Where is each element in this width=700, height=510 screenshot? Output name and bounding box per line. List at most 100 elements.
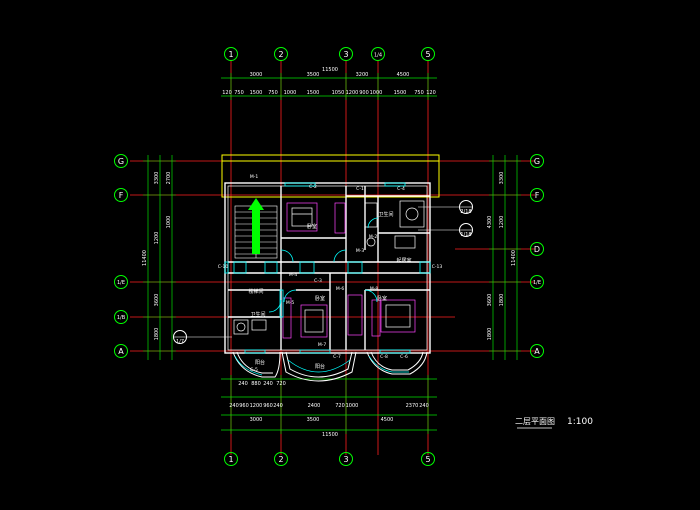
axis-bubble: 1/B	[114, 310, 128, 324]
svg-text:3: 3	[343, 50, 348, 59]
dim-text: 3300	[499, 172, 505, 185]
axis-bubbles-right: G F D 1/E A	[530, 154, 544, 358]
bottom-total-dim: 11500	[322, 432, 338, 438]
svg-text:2: 2	[278, 455, 283, 464]
dim-text: 2700	[166, 172, 172, 185]
svg-text:1/B: 1/B	[117, 315, 126, 321]
drawing-scale: 1:100	[567, 417, 593, 427]
tag-text: C-1	[356, 186, 364, 192]
dim-text: 120	[222, 90, 232, 96]
title-block: 二层平面图 1:100	[515, 417, 593, 429]
dim-text: 1000	[370, 90, 383, 96]
dim-text: 4500	[381, 417, 394, 423]
svg-text:1: 1	[228, 50, 233, 59]
svg-text:1/4: 1/4	[374, 53, 382, 59]
svg-text:A: A	[118, 347, 124, 356]
tag-text: M-2	[369, 234, 378, 240]
dim-text: 750	[414, 90, 424, 96]
dim-text: 750	[234, 90, 244, 96]
dim-text: 720	[276, 381, 286, 387]
dim-text: 1500	[394, 90, 407, 96]
svg-text:1/E: 1/E	[533, 280, 541, 286]
axis-bubble: G	[530, 154, 544, 168]
axis-bubble: F	[530, 188, 544, 202]
tag-text: C-8	[380, 354, 388, 360]
tag-text: C-10	[218, 264, 229, 270]
tag-text: M-5	[286, 300, 295, 306]
axis-bubble: G	[114, 154, 128, 168]
detail-bubble: 1/7	[173, 330, 232, 345]
room-label: 阳台	[255, 359, 265, 366]
room-label: 卫生间	[250, 311, 265, 318]
room-labels: 卧室 卧室 卧室 卫生间 起居室 楼梯间 阳台 阳台 卫生间	[248, 211, 411, 370]
dimension-text: 11500 3000 3500 3200 4500 120 750 1500 7…	[142, 67, 517, 438]
dim-text: 1050	[332, 90, 345, 96]
dim-text: 120	[426, 90, 436, 96]
axis-bubble: 2	[274, 452, 288, 466]
svg-text:1/E: 1/E	[117, 280, 125, 286]
dim-text: 4500	[397, 72, 410, 78]
tag-text: M-8	[370, 286, 379, 292]
tag-text: M-7	[318, 342, 327, 348]
left-total-dim: 11400	[142, 250, 148, 266]
tag-text: M-3	[356, 248, 365, 254]
dim-text: 1200	[250, 403, 263, 409]
axis-bubble: 5	[421, 452, 435, 466]
axis-bubble: D	[530, 242, 544, 256]
axis-bubble: 2	[274, 47, 288, 61]
svg-text:G: G	[118, 157, 124, 166]
dim-text: 240	[273, 403, 283, 409]
dim-text: 3600	[487, 294, 493, 307]
svg-text:F: F	[535, 191, 540, 200]
sheet-title: 二层平面图	[515, 417, 555, 426]
axis-bubble: 1/E	[530, 275, 544, 289]
dim-text: 1800	[154, 328, 160, 341]
svg-text:2: 2	[278, 50, 283, 59]
room-label: 楼梯间	[248, 288, 263, 295]
dim-text: 1200	[154, 232, 160, 245]
room-label: 卫生间	[378, 211, 393, 218]
dim-text: 3000	[250, 417, 263, 423]
doors-windows	[224, 182, 431, 354]
svg-text:2/18: 2/18	[460, 209, 471, 215]
svg-text:1/7: 1/7	[176, 339, 184, 345]
dim-text: 1500	[307, 90, 320, 96]
svg-text:3: 3	[343, 455, 348, 464]
dim-text: 3500	[307, 72, 320, 78]
svg-text:G: G	[534, 157, 540, 166]
tag-text: C-3	[314, 278, 322, 284]
detail-index-bubbles: 1/7 2/18 1/18	[173, 200, 473, 345]
dim-text: 1000	[346, 403, 359, 409]
svg-text:1: 1	[228, 455, 233, 464]
dim-text: 1500	[250, 90, 263, 96]
bay-windows	[232, 351, 428, 382]
axis-bubbles-bottom: 1 2 3 5	[224, 452, 435, 466]
svg-text:D: D	[534, 245, 540, 254]
furniture	[233, 200, 425, 339]
dim-text: 880	[251, 381, 261, 387]
tag-text: C-2	[309, 184, 317, 190]
top-total-dim: 11500	[322, 67, 338, 73]
svg-text:1/18: 1/18	[460, 232, 471, 238]
axis-bubble: 5	[421, 47, 435, 61]
axis-bubble: A	[114, 344, 128, 358]
dim-text: 1000	[166, 216, 172, 229]
tag-text: M-1	[250, 174, 259, 180]
room-label: 起居室	[396, 257, 411, 264]
dim-text: 3600	[154, 294, 160, 307]
dim-text: 240	[229, 403, 239, 409]
dim-text: 1800	[487, 328, 493, 341]
dim-text: 2370	[406, 403, 419, 409]
dim-text: 3000	[250, 72, 263, 78]
dim-text: 240	[263, 381, 273, 387]
room-label: 阳台	[315, 363, 325, 370]
dim-text: 4300	[487, 216, 493, 229]
tag-text: C-6	[400, 354, 408, 360]
axis-bubble: 1	[224, 47, 238, 61]
stair-direction-arrow	[248, 198, 264, 254]
axis-bubble: 1/4	[371, 47, 385, 61]
axis-bubble: 1	[224, 452, 238, 466]
axis-bubble: 3	[339, 452, 353, 466]
